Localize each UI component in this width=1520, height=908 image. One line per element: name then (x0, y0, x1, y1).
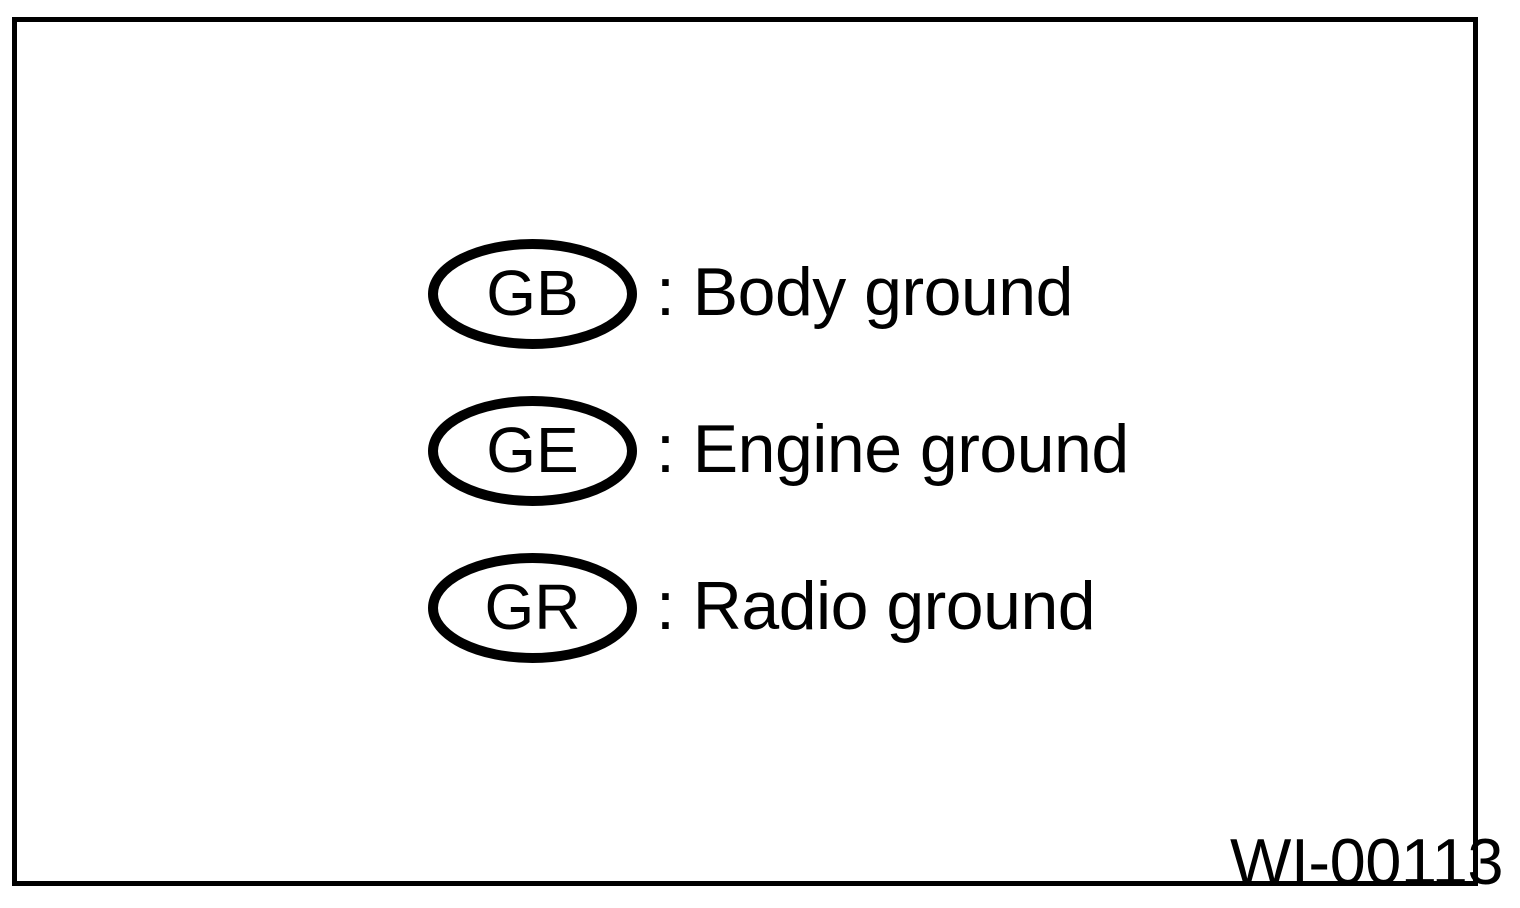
ground-symbol-gb: GB (428, 239, 637, 349)
legend-description-label: : Radio ground (656, 568, 1096, 644)
legend-description-label: : Body ground (656, 254, 1073, 330)
ground-code-label: GE (486, 414, 579, 486)
ground-symbol-gr: GR (428, 553, 637, 663)
legend-description-label: : Engine ground (656, 411, 1129, 487)
legend-row-engine-ground: GE : Engine ground (428, 396, 1129, 506)
figure-reference-code: WI-00113 (1230, 825, 1503, 898)
oval-outline-icon (428, 553, 637, 663)
legend-row-body-ground: GB : Body ground (428, 239, 1073, 349)
oval-outline-icon (428, 396, 637, 506)
ground-symbol-ge: GE (428, 396, 637, 506)
legend-row-radio-ground: GR : Radio ground (428, 553, 1096, 663)
oval-outline-icon (428, 239, 637, 349)
ground-code-label: GB (486, 257, 579, 329)
figure-border (12, 17, 1478, 886)
ground-code-label: GR (484, 571, 581, 643)
